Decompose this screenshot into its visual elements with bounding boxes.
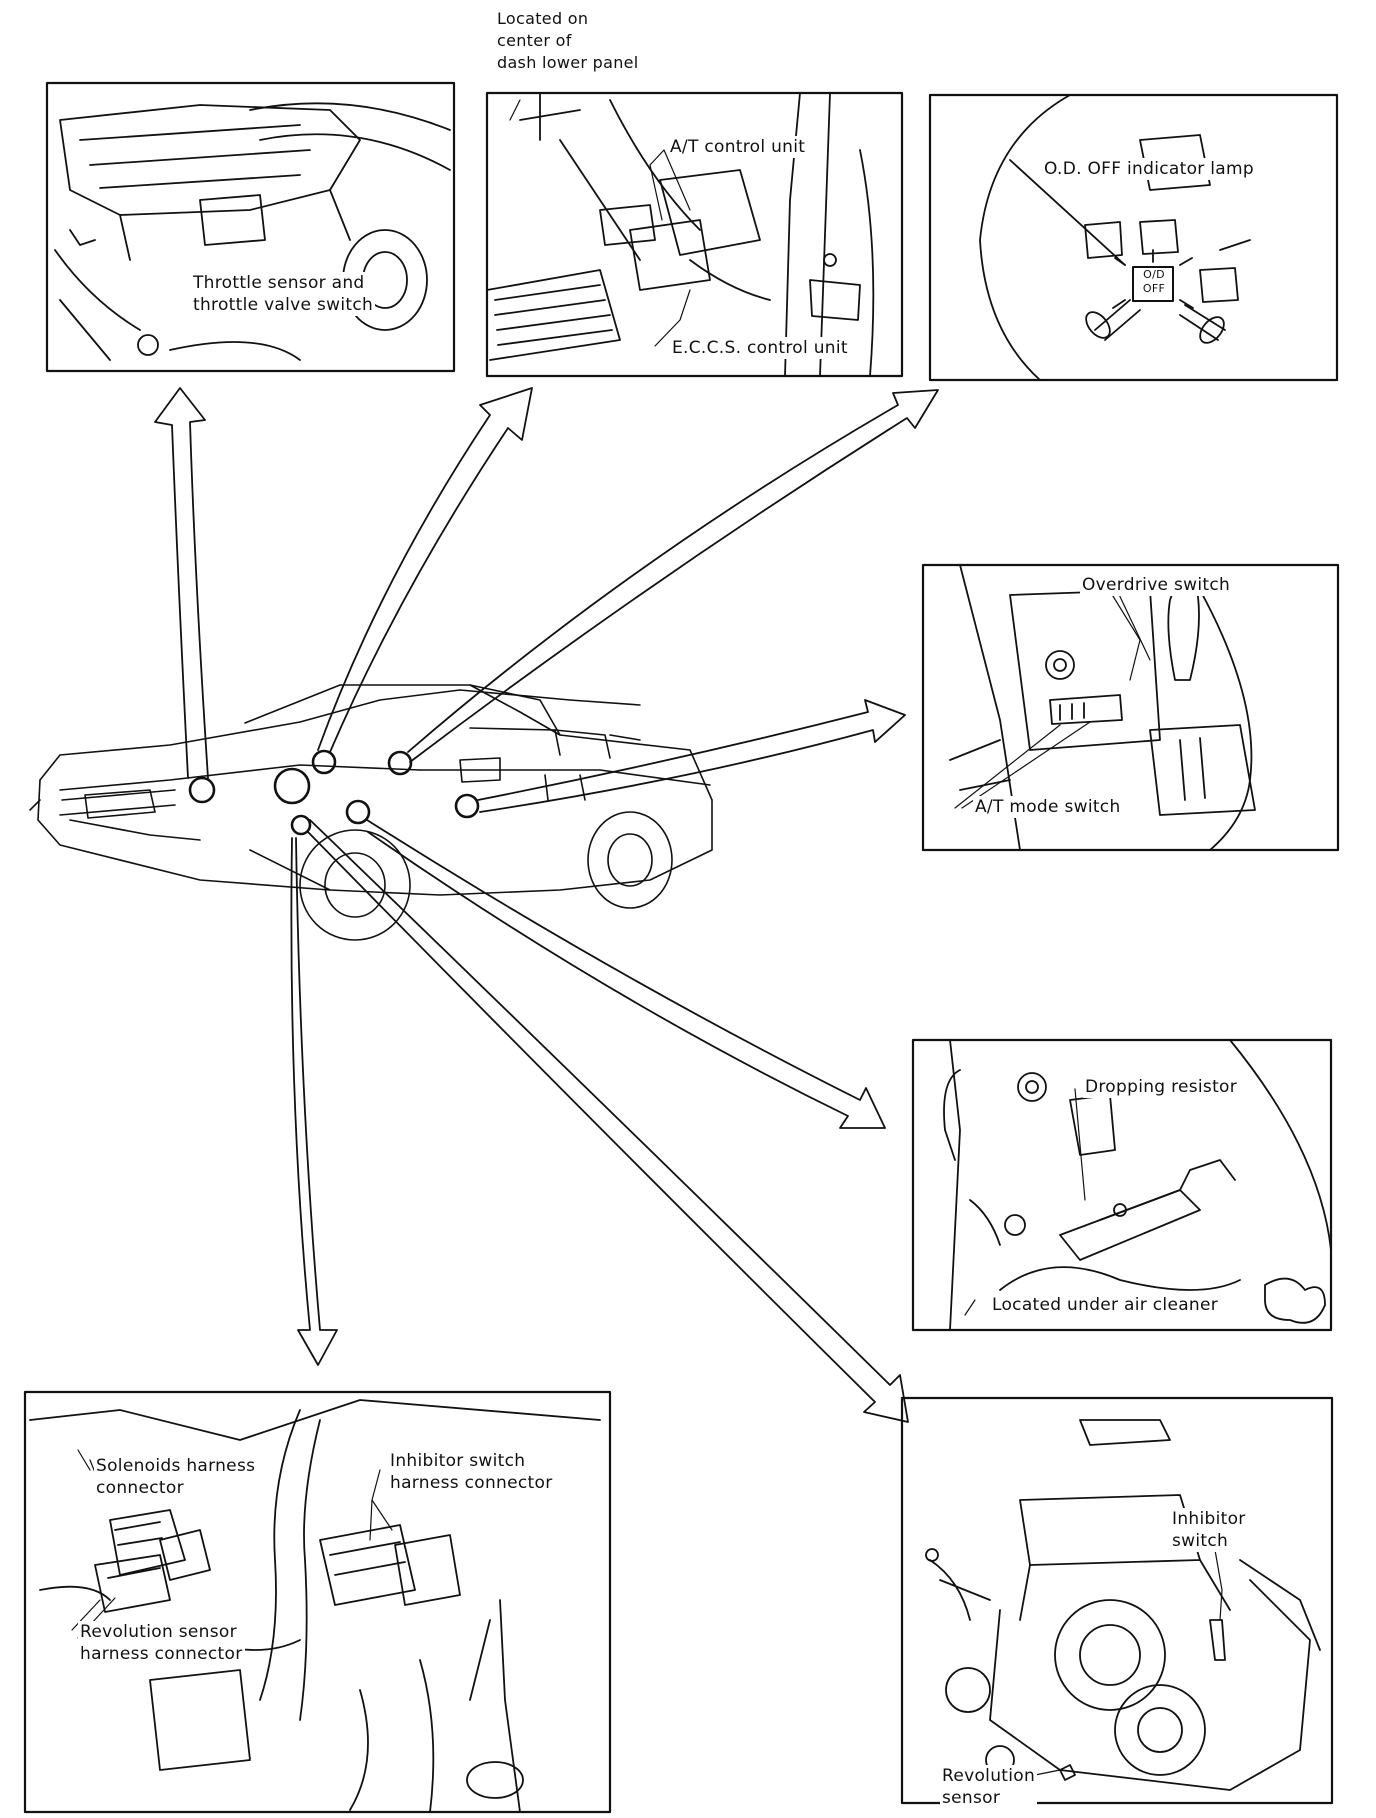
inhibitor-switch-label: Inhibitor switch	[1170, 1508, 1248, 1552]
revolution-connector-label-line2: harness connector	[80, 1644, 243, 1664]
solenoids-connector-label: Solenoids harness connector	[94, 1455, 258, 1499]
revolution-sensor-label: Revolution sensor	[940, 1765, 1038, 1809]
panel-indicator	[928, 93, 1339, 382]
panel-throttle	[45, 81, 456, 373]
od-off-badge-line1: O/D	[1143, 268, 1165, 281]
arrows	[154, 387, 939, 1423]
revolution-sensor-label-line2: sensor	[942, 1788, 1001, 1808]
car-illustration	[29, 684, 713, 941]
inhibitor-connector-label-line1: Inhibitor switch	[390, 1451, 526, 1471]
eccs-control-unit-label: E.C.C.S. control unit	[670, 337, 850, 359]
at-control-unit-label: A/T control unit	[668, 136, 808, 158]
dash-location-note: Located on center of dash lower panel	[497, 8, 639, 74]
revolution-sensor-label-line1: Revolution	[942, 1766, 1036, 1786]
leader-lines	[71, 99, 1223, 1776]
throttle-sensor-label-line1: Throttle sensor and	[193, 273, 365, 293]
od-off-indicator-label: O.D. OFF indicator lamp	[1042, 158, 1256, 180]
overdrive-switch-label: Overdrive switch	[1080, 574, 1233, 596]
revolution-connector-label-line1: Revolution sensor	[80, 1622, 237, 1642]
dash-location-note-line3: dash lower panel	[497, 53, 639, 72]
panel-dash	[485, 91, 904, 378]
od-off-badge-text: O/D OFF	[1137, 268, 1171, 296]
panel-transaxle	[900, 1396, 1334, 1805]
inhibitor-connector-label-line2: harness connector	[390, 1473, 553, 1493]
at-mode-switch-label: A/T mode switch	[973, 796, 1123, 818]
solenoids-connector-label-line2: connector	[96, 1478, 184, 1498]
panel-resistor	[911, 1038, 1333, 1332]
revolution-connector-label: Revolution sensor harness connector	[78, 1621, 245, 1665]
od-off-badge-line2: OFF	[1142, 282, 1166, 295]
dash-location-note-line2: center of	[497, 31, 572, 50]
inhibitor-switch-label-line1: Inhibitor	[1172, 1509, 1246, 1529]
throttle-sensor-label: Throttle sensor and throttle valve switc…	[191, 272, 376, 316]
dropping-resistor-label: Dropping resistor	[1083, 1076, 1240, 1098]
dash-location-note-line1: Located on	[497, 9, 589, 28]
throttle-sensor-label-line2: throttle valve switch	[193, 295, 374, 315]
od-off-badge	[1112, 249, 1194, 309]
inhibitor-switch-label-line2: switch	[1172, 1531, 1229, 1551]
panel-connectors	[23, 1390, 612, 1814]
location-circles	[188, 749, 480, 836]
air-cleaner-note: Located under air cleaner	[990, 1294, 1221, 1316]
inhibitor-connector-label: Inhibitor switch harness connector	[388, 1450, 555, 1494]
solenoids-connector-label-line1: Solenoids harness	[96, 1456, 256, 1476]
